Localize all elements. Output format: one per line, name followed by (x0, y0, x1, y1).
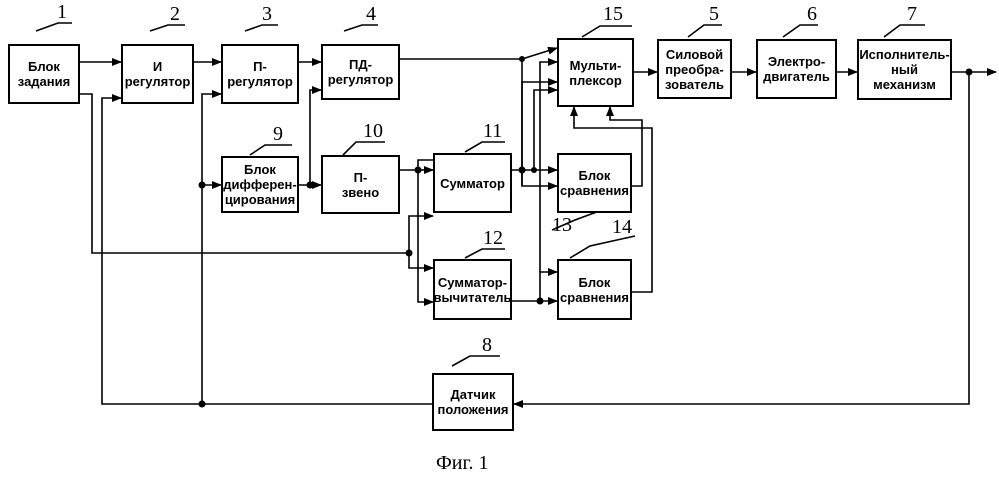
block-3-label: П- регулятор (227, 59, 293, 89)
block-electric-motor: Электро- двигатель (756, 39, 837, 99)
block-p-regulator: П- регулятор (221, 44, 299, 104)
block-1-number: 1 (57, 2, 67, 22)
block-15-number: 15 (603, 4, 623, 24)
block-adder: Сумматор (433, 153, 512, 213)
block-4-number: 4 (366, 4, 376, 24)
block-6-number: 6 (807, 4, 817, 24)
block-12-label: Сумматор- вычитатель (433, 275, 511, 305)
block-9-number: 9 (273, 124, 283, 144)
block-13-number: 13 (552, 215, 572, 235)
block-pd-regulator: ПД- регулятор (321, 44, 400, 100)
block-14-label: Блок сравнения (560, 275, 629, 305)
figure-caption: Фиг. 1 (436, 452, 488, 475)
block-8-number: 8 (482, 335, 492, 355)
block-position-sensor: Датчик положения (432, 373, 514, 431)
block-4-label: ПД- регулятор (328, 57, 394, 87)
block-7-label: Исполнитель- ный механизм (859, 47, 949, 92)
block-multiplexer: Мульти- плексор (557, 38, 634, 107)
block-14-number: 14 (612, 217, 632, 237)
block-13-label: Блок сравнения (560, 168, 629, 198)
block-8-label: Датчик положения (437, 387, 508, 417)
block-10-number: 10 (363, 121, 383, 141)
block-differentiator: Блок дифферен- цирования (221, 156, 299, 213)
block-2-number: 2 (170, 4, 180, 24)
block-7-number: 7 (907, 4, 917, 24)
block-12-number: 12 (483, 228, 503, 248)
block-11-label: Сумматор (440, 176, 505, 191)
block-5-number: 5 (709, 4, 719, 24)
block-adder-subtractor: Сумматор- вычитатель (433, 259, 512, 320)
block-3-number: 3 (262, 4, 272, 24)
block-1-label: Блок задания (18, 59, 70, 89)
block-p-link: П- звено (321, 155, 400, 214)
block-2-label: И регулятор (125, 59, 191, 89)
block-15-label: Мульти- плексор (569, 58, 622, 88)
block-6-label: Электро- двигатель (763, 54, 830, 84)
block-11-number: 11 (483, 121, 502, 141)
block-5-label: Силовой преобра- зователь (665, 47, 724, 92)
block-10-label: П- звено (342, 170, 379, 200)
block-comparator-13: Блок сравнения (557, 153, 632, 213)
block-i-regulator: И регулятор (121, 44, 194, 104)
block-comparator-14: Блок сравнения (557, 259, 632, 320)
block-9-label: Блок дифферен- цирования (223, 162, 296, 207)
block-actuator: Исполнитель- ный механизм (857, 39, 952, 100)
block-task-unit: Блок задания (8, 44, 80, 104)
block-power-converter: Силовой преобра- зователь (657, 39, 732, 99)
